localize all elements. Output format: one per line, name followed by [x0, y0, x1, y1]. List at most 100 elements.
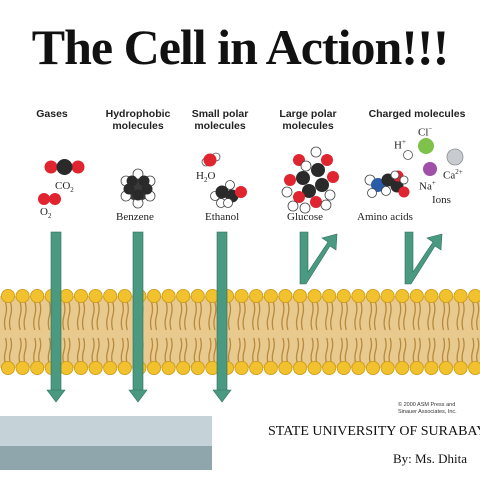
lipid-tail [227, 337, 232, 365]
lipid-head [380, 288, 395, 303]
sodium-ion-icon [423, 162, 437, 176]
lipid-tail [120, 337, 124, 365]
lipid-head [395, 288, 410, 303]
arrow-gases [46, 231, 66, 403]
lipid-head [88, 360, 103, 375]
lipid-tail [456, 301, 460, 331]
lipid-tail [149, 301, 154, 331]
lipid-tail [310, 301, 314, 331]
lipid-head [336, 288, 351, 303]
lipid-tail [354, 337, 358, 365]
lipid-head [380, 360, 395, 375]
lipid-tail [281, 301, 285, 331]
category-label-line: Charged molecules [368, 108, 466, 120]
lipid-head [468, 361, 480, 375]
lipid-tail [300, 301, 305, 331]
category-large-polar: Large polar molecules [268, 108, 348, 132]
benzene-molecule-icon [120, 168, 156, 209]
lipid-tail [315, 337, 319, 365]
lipid-tail [471, 337, 475, 365]
lipid-tail [252, 301, 256, 331]
lipid-tail [38, 301, 42, 331]
arrow-large-polar-blocked [299, 231, 338, 285]
lipid-tail [330, 337, 334, 365]
lipid-head [249, 288, 264, 303]
category-gases: Gases [22, 108, 82, 120]
lipid-head [292, 360, 307, 375]
copyright-line: © 2000 ASM Press and [398, 402, 456, 408]
copyright-note: © 2000 ASM Press and Sinauer Associates,… [398, 402, 457, 416]
lipid-tail [242, 301, 246, 331]
lipid-tail [373, 301, 378, 331]
lipid-tail [198, 301, 202, 331]
lipid-tail [441, 301, 446, 331]
lipid-head [453, 360, 468, 375]
lipid-tail [403, 337, 407, 365]
lipid-tail [47, 337, 51, 365]
lipid-head [365, 360, 380, 375]
lipid-tail [154, 301, 159, 331]
lipid-tail [18, 301, 22, 331]
lipid-tail [179, 301, 183, 331]
lipid-tail [252, 337, 256, 365]
lipid-head [161, 288, 176, 303]
decorative-bar-dark [0, 446, 212, 470]
lipid-tail [271, 337, 275, 365]
lipid-tail [461, 301, 465, 331]
lipid-tail [398, 337, 402, 365]
lipid-head [307, 360, 322, 375]
lipid-tail [373, 337, 378, 365]
lipid-tail [62, 337, 66, 365]
lipid-head [438, 360, 453, 375]
arrow-hydrophobic [128, 231, 148, 403]
lipid-tail [111, 301, 115, 331]
lipid-tail [3, 337, 8, 365]
lipid-head [30, 288, 45, 303]
lipid-tail [412, 337, 416, 365]
lipid-head [117, 288, 132, 303]
lipid-head [103, 360, 118, 375]
lipid-tail [33, 337, 37, 365]
lipid-tail [417, 301, 421, 331]
co2-label: CO2 [55, 180, 74, 195]
lipid-tail [300, 337, 305, 365]
lipid-tail [164, 301, 168, 331]
lipid-tail [47, 301, 51, 331]
category-label-line: molecules [194, 120, 246, 132]
lipid-tail [125, 337, 129, 365]
o2-label: O2 [40, 206, 52, 221]
lipid-head [249, 360, 264, 375]
lipid-head [395, 360, 410, 375]
o2-molecule-icon [38, 193, 61, 205]
lipid-head [351, 288, 366, 303]
lipid-tail [432, 301, 436, 331]
category-label-line: Large polar [279, 108, 337, 120]
lipid-tail [8, 301, 13, 331]
lipid-head [190, 360, 205, 375]
lipid-tail [81, 301, 86, 331]
lipid-tail [213, 301, 217, 331]
lipid-tail [325, 301, 329, 331]
lipid-head [1, 288, 15, 303]
lipid-head [424, 360, 439, 375]
lipid-head [1, 360, 15, 375]
lipid-tail [456, 337, 460, 365]
lipid-tail [106, 337, 110, 365]
lipid-tail [3, 301, 8, 331]
category-hydrophobic: Hydrophobic molecules [95, 108, 181, 132]
lipid-tail [257, 301, 261, 331]
lipid-head [176, 288, 191, 303]
lipid-head [468, 289, 480, 303]
calcium-ion-label: Ca2+ [443, 168, 463, 182]
lipid-tail [18, 337, 22, 365]
lipid-tail [62, 301, 66, 331]
ions-label: Ions [432, 194, 451, 206]
lipid-tail [388, 337, 392, 365]
lipid-tail [281, 337, 285, 365]
university-name: STATE UNIVERSITY OF SURABAYA [268, 424, 480, 439]
lipid-head [59, 360, 74, 375]
lipid-tail [257, 337, 261, 365]
lipid-tail [198, 337, 202, 365]
lipid-tail [38, 337, 42, 365]
